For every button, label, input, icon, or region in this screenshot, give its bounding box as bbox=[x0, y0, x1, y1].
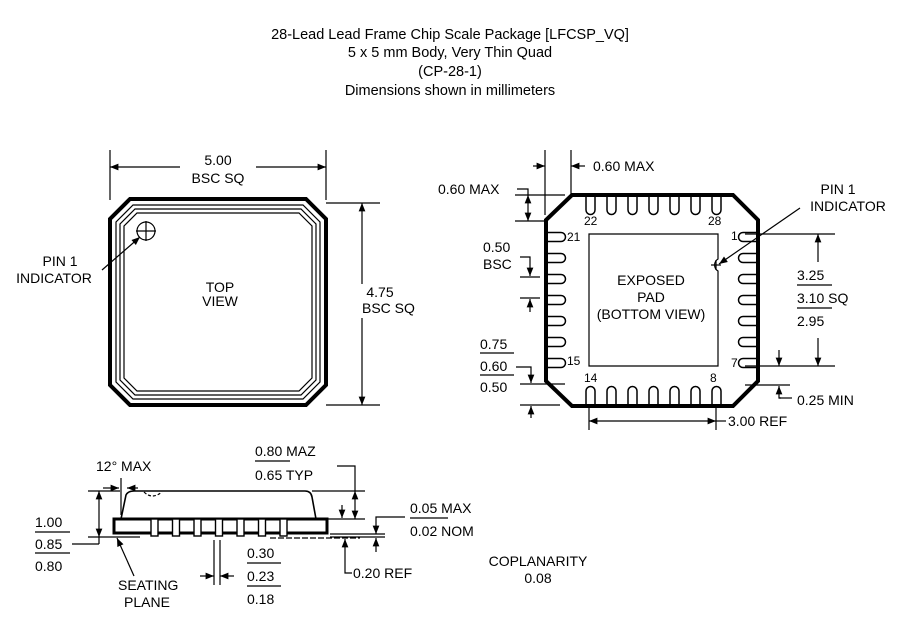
bv-pin1-label-2: INDICATOR bbox=[810, 198, 886, 214]
title-line-2: 5 x 5 mm Body, Very Thin Quad bbox=[348, 45, 552, 61]
package-lead bbox=[737, 315, 756, 327]
package-lead bbox=[669, 385, 680, 404]
height-note: BSC SQ bbox=[362, 300, 415, 316]
mold-height-max: 0.80 MAZ bbox=[255, 443, 316, 459]
title-block: 28-Lead Lead Frame Chip Scale Package [L… bbox=[271, 27, 629, 99]
pad-size-max: 3.25 bbox=[797, 267, 824, 283]
lead-length-left-dim: 0.60 MAX bbox=[438, 181, 500, 197]
bv-pin1-label: PIN 1 bbox=[820, 181, 855, 197]
package-lead bbox=[548, 252, 567, 264]
package-lead bbox=[648, 197, 659, 216]
package-lead bbox=[548, 273, 567, 285]
side-lead bbox=[236, 518, 245, 537]
pin-number-7: 7 bbox=[731, 356, 738, 370]
thickness-max: 1.00 bbox=[35, 514, 62, 530]
top-view-label: TOP bbox=[206, 279, 235, 295]
pin-number-14: 14 bbox=[584, 371, 598, 385]
mold-body bbox=[120, 490, 317, 520]
package-lead bbox=[585, 385, 596, 404]
package-lead bbox=[606, 385, 617, 404]
lead-length-max: 0.75 bbox=[480, 336, 507, 352]
package-lead bbox=[690, 197, 701, 216]
package-lead bbox=[548, 231, 567, 243]
standoff-max: 0.05 MAX bbox=[410, 500, 472, 516]
pin-number-21: 21 bbox=[567, 230, 581, 244]
bottom-view: EXPOSED PAD (BOTTOM VIEW) 22 28 21 1 15 … bbox=[438, 150, 886, 430]
lead-length-min: 0.50 bbox=[480, 379, 507, 395]
side-lead bbox=[214, 518, 224, 537]
pin-number-1: 1 bbox=[731, 229, 738, 243]
package-lead bbox=[606, 197, 617, 216]
title-line-1: 28-Lead Lead Frame Chip Scale Package [L… bbox=[271, 27, 629, 43]
coplanarity-label: COPLANARITY bbox=[489, 553, 588, 569]
thickness-nom: 0.85 bbox=[35, 536, 62, 552]
standoff-nom: 0.02 NOM bbox=[410, 523, 474, 539]
pin-number-28: 28 bbox=[708, 214, 722, 228]
package-lead bbox=[737, 294, 756, 306]
side-lead bbox=[257, 518, 267, 537]
package-lead bbox=[690, 385, 701, 404]
lead-width-max: 0.30 bbox=[247, 545, 274, 561]
package-lead bbox=[737, 357, 756, 369]
package-lead bbox=[737, 273, 756, 285]
width-note: BSC SQ bbox=[192, 170, 245, 186]
package-lead bbox=[627, 197, 638, 216]
angle-dim: 12° MAX bbox=[96, 458, 152, 474]
lead-width-nom: 0.23 bbox=[247, 568, 274, 584]
ref-dim: 3.00 REF bbox=[728, 413, 787, 429]
package-lead bbox=[737, 336, 756, 348]
width-dimension: 5.00 bbox=[204, 152, 231, 168]
pin-number-22: 22 bbox=[584, 214, 598, 228]
title-line-3: (CP-28-1) bbox=[418, 64, 482, 80]
mold-height-typ: 0.65 TYP bbox=[255, 467, 313, 483]
side-view: 12° MAX 1.00 0.85 0.80 SEATING PLANE 0.3… bbox=[35, 443, 588, 610]
pin1-label-2: INDICATOR bbox=[16, 270, 92, 286]
title-line-4: Dimensions shown in millimeters bbox=[345, 83, 555, 99]
height-dimension: 4.75 bbox=[366, 284, 393, 300]
pitch-note: BSC bbox=[483, 256, 512, 272]
side-lead bbox=[150, 518, 159, 537]
pin1-label: PIN 1 bbox=[42, 253, 77, 269]
min-gap-dim: 0.25 MIN bbox=[797, 392, 854, 408]
lead-width-min: 0.18 bbox=[247, 591, 274, 607]
package-lead bbox=[548, 336, 567, 348]
thickness-min: 0.80 bbox=[35, 558, 62, 574]
package-lead bbox=[648, 385, 659, 404]
package-lead bbox=[711, 385, 722, 404]
side-lead bbox=[193, 518, 202, 537]
top-view: TOP VIEW PIN 1 INDICATOR 5.00 BSC SQ 4.7… bbox=[16, 150, 415, 407]
package-lead bbox=[548, 315, 567, 327]
frame-ref-dim: 0.20 REF bbox=[353, 565, 412, 581]
pad-label: EXPOSED bbox=[617, 272, 685, 288]
exposed-pad bbox=[588, 233, 719, 367]
package-lead bbox=[548, 294, 567, 306]
pitch-dim: 0.50 bbox=[483, 239, 510, 255]
pin-number-8: 8 bbox=[710, 371, 717, 385]
seating-plane-label: SEATING bbox=[118, 577, 178, 593]
seating-plane-label-2: PLANE bbox=[124, 594, 170, 610]
pad-size-nom: 3.10 SQ bbox=[797, 290, 848, 306]
package-lead bbox=[669, 197, 680, 216]
package-lead bbox=[737, 231, 756, 243]
pad-label-2: PAD bbox=[637, 289, 665, 305]
side-lead bbox=[171, 518, 181, 537]
lead-length-nom: 0.60 bbox=[480, 358, 507, 374]
coplanarity-value: 0.08 bbox=[524, 570, 551, 586]
pad-size-min: 2.95 bbox=[797, 313, 824, 329]
pin-number-15: 15 bbox=[567, 354, 581, 368]
package-lead bbox=[548, 357, 567, 369]
package-lead bbox=[711, 197, 722, 216]
top-view-label-2: VIEW bbox=[202, 293, 239, 309]
side-lead bbox=[279, 518, 288, 537]
package-lead bbox=[585, 197, 596, 216]
package-lead bbox=[737, 252, 756, 264]
top-view-outline bbox=[108, 197, 328, 407]
bottom-view-outline bbox=[544, 193, 760, 408]
lead-length-top-dim: 0.60 MAX bbox=[593, 158, 655, 174]
package-lead bbox=[627, 385, 638, 404]
pad-label-3: (BOTTOM VIEW) bbox=[597, 306, 706, 322]
